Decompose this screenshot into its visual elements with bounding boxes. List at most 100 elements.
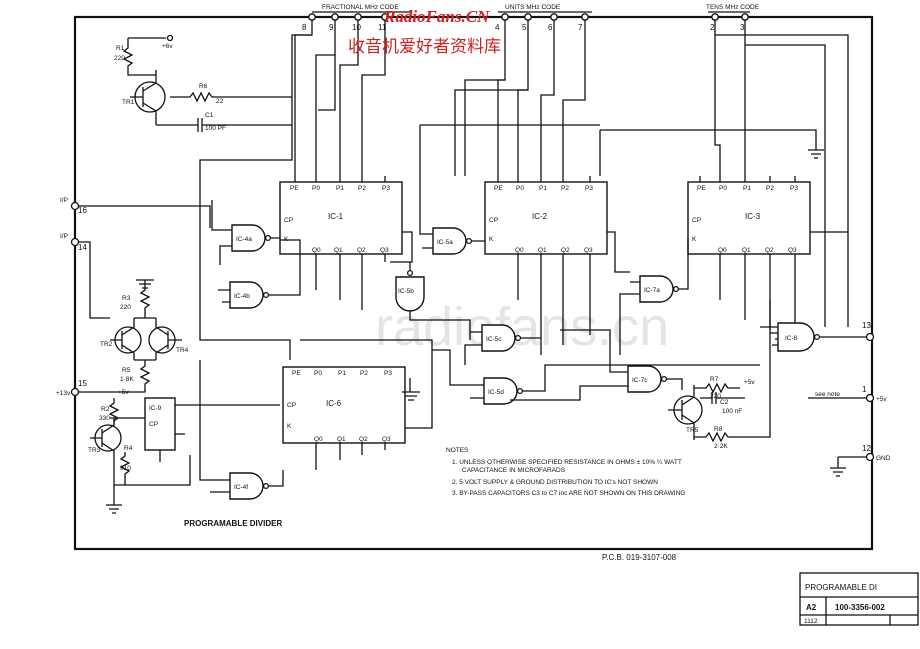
note-1b: CAPACITANCE IN MICROFARADS: [462, 467, 566, 474]
svg-text:Q3: Q3: [380, 247, 389, 254]
svg-text:TR1: TR1: [122, 99, 135, 106]
transistor-tr4: TR4: [148, 318, 189, 360]
svg-text:K: K: [287, 423, 292, 430]
svg-text:330: 330: [99, 415, 110, 422]
svg-text:P0: P0: [312, 185, 320, 192]
svg-text:P3: P3: [790, 185, 798, 192]
svg-text:1: 1: [862, 385, 867, 394]
gate-ic-4a: IC-4a: [211, 200, 280, 265]
connector-1: 1 +5v see note: [808, 385, 887, 403]
svg-text:IC-4b: IC-4b: [234, 293, 250, 300]
svg-text:P1: P1: [336, 185, 344, 192]
svg-text:Q3: Q3: [584, 247, 593, 254]
transistor-tr2: TR2: [100, 318, 142, 360]
svg-text:see note: see note: [815, 391, 840, 398]
svg-text:IC-5c: IC-5c: [486, 336, 502, 343]
connector-12: 12 GND: [830, 444, 891, 477]
svg-text:IC-5a: IC-5a: [437, 239, 453, 246]
transistor-tr1: TR1: [122, 70, 166, 125]
svg-text:IC-4f: IC-4f: [234, 484, 248, 491]
fractional-pin-9: 9: [329, 23, 334, 32]
fractional-pin-10: 10: [352, 23, 361, 32]
ic-3-counter: IC-3 PE P0 P1 P2 P3 CP K Q0 Q1 Q2 Q3: [687, 181, 811, 255]
svg-text:Q3: Q3: [382, 436, 391, 443]
svg-text:K: K: [489, 236, 494, 243]
svg-text:13: 13: [862, 321, 871, 330]
svg-text:14: 14: [78, 243, 87, 252]
svg-text:CP: CP: [287, 402, 296, 409]
capacitor-c1: C1 100 PF: [156, 112, 292, 132]
svg-text:PE: PE: [494, 185, 503, 192]
svg-text:PE: PE: [292, 370, 301, 377]
gate-ic-5b: IC-5b: [395, 262, 471, 340]
svg-text:Q1: Q1: [538, 247, 547, 254]
svg-text:IC-4a: IC-4a: [236, 236, 252, 243]
svg-text:C1: C1: [205, 112, 214, 119]
svg-text:P3: P3: [382, 185, 390, 192]
resistor-r3: R3 220: [120, 279, 156, 319]
ic-1-label: IC-1: [328, 212, 344, 221]
transistor-tr5: TR5: [668, 385, 703, 440]
drawing-frame: [73, 15, 874, 551]
capacitor-c2: C2 100 nF: [700, 392, 745, 415]
title-block-size: A2: [806, 603, 817, 612]
svg-text:P2: P2: [766, 185, 774, 192]
fractional-code-header: FRACTIONAL MHz CODE 8 9 10 11: [302, 4, 410, 32]
svg-text:100 nF: 100 nF: [722, 408, 742, 415]
svg-text:Q2: Q2: [561, 247, 570, 254]
svg-text:P3: P3: [384, 370, 392, 377]
resistor-r1: R1 220 +6v: [114, 34, 173, 76]
svg-text:C2: C2: [720, 399, 729, 406]
note-3: 3. BY-PASS CAPACITORS C3 to C7 inc ARE N…: [452, 490, 685, 497]
svg-text:Q3: Q3: [788, 247, 797, 254]
svg-text:R1: R1: [116, 45, 125, 52]
svg-text:+5v: +5v: [876, 396, 887, 403]
transistor-tr3: TR3: [88, 418, 122, 460]
svg-text:P0: P0: [314, 370, 322, 377]
svg-text:Q1: Q1: [742, 247, 751, 254]
svg-text:K: K: [692, 236, 697, 243]
svg-text:IC-7a: IC-7a: [644, 287, 660, 294]
resistor-r2: R2 330 +5v: [99, 389, 129, 425]
svg-text:TR5: TR5: [686, 427, 699, 434]
connector-13: 13: [862, 321, 875, 342]
gate-ic-7c: IC-7c: [510, 329, 683, 401]
fractional-code-label: FRACTIONAL MHz CODE: [322, 4, 399, 11]
svg-text:P1: P1: [338, 370, 346, 377]
svg-text:R7: R7: [710, 376, 719, 383]
title-block-title: PROGRAMABLE DI: [805, 583, 877, 592]
ic-2-label: IC-2: [532, 212, 548, 221]
fractional-pin-11: 11: [378, 23, 387, 32]
svg-text:15: 15: [78, 379, 87, 388]
svg-text:P1: P1: [539, 185, 547, 192]
tens-pin-2: 2: [710, 23, 715, 32]
svg-text:GND: GND: [876, 455, 891, 462]
svg-text:R2: R2: [101, 406, 110, 413]
fractional-pin-8: 8: [302, 23, 307, 32]
gate-ic-4b: IC-4b: [218, 239, 301, 309]
svg-text:Q2: Q2: [359, 436, 368, 443]
svg-text:Q0: Q0: [314, 436, 323, 443]
svg-text:PE: PE: [290, 185, 299, 192]
code-bus-wiring: [199, 20, 849, 360]
title-block-code: 1112: [804, 618, 818, 625]
ic-2-counter: IC-2 PE P0 P1 P2 P3 CP K Q0 Q1 Q2 Q3: [484, 181, 608, 255]
counter-pin-stubs: [294, 124, 848, 470]
connector-16: 16 I/P: [60, 197, 211, 228]
gate-ic-8: IC-8: [760, 322, 866, 352]
gate-ic-7a: IC-7a: [619, 238, 689, 355]
svg-text:+5v: +5v: [118, 389, 129, 396]
watermark-cn: 收音机爱好者资料库: [348, 37, 501, 57]
resistor-r8: R8 2·2K: [694, 300, 771, 450]
ic-6-counter: IC-6 PE P0 P1 P2 P3 CP K Q0 Q1 Q2 Q3: [282, 366, 406, 444]
svg-text:R4: R4: [124, 445, 133, 452]
tens-code-label: TENS MHz CODE: [706, 4, 760, 11]
svg-text:R8: R8: [714, 426, 723, 433]
svg-text:TR4: TR4: [176, 347, 189, 354]
svg-text:Q2: Q2: [357, 247, 366, 254]
connector-14: 14 I/P: [60, 233, 110, 319]
units-pin-7: 7: [578, 23, 583, 32]
watermark-site: RadioFans.CN: [383, 7, 490, 26]
svg-text:P2: P2: [360, 370, 368, 377]
svg-text:R5: R5: [122, 367, 131, 374]
